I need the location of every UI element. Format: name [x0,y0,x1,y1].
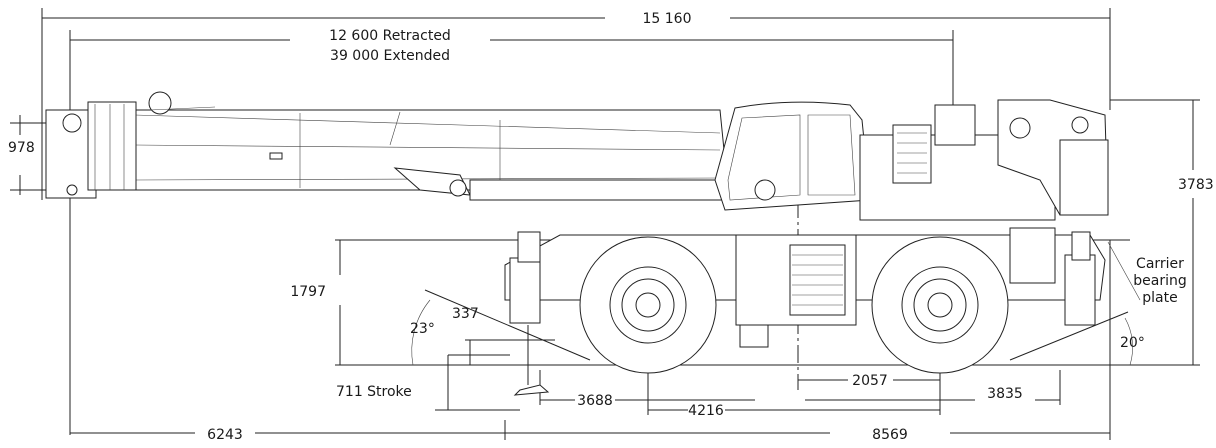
bearing-plate-label-line-2: bearing [1133,273,1186,289]
approach-angle-label: 23° [410,321,435,337]
boom [45,91,731,201]
outrigger-stroke-label: 711 Stroke [336,384,412,400]
overall-height-label: 3783 [1178,177,1214,193]
front-reach-label: 6243 [207,427,243,443]
boom-head-height-label: 978 [8,140,35,156]
boom-retracted-label: 12 600 Retracted [329,28,451,44]
front-overhang-label: 3688 [577,393,613,409]
deck-height-label: 1797 [290,284,326,300]
wheelbase-label: 4216 [688,403,724,419]
boom-extended-label: 39 000 Extended [330,48,450,64]
bearing-plate-label-line-3: plate [1142,290,1177,306]
rear-axle-offset-label: 2057 [852,373,888,389]
departure-angle-label: 20° [1120,335,1145,351]
carrier-length-label: 8569 [872,427,908,443]
cab [714,101,871,211]
cab-grille [897,132,927,174]
overall-length-label: 15 160 [643,11,692,27]
dimension-labels: 15 160 12 600 Retracted 39 000 Extended … [8,11,1214,443]
dimension-lines [10,8,1200,440]
rear-wheel [871,236,1009,374]
bearing-plate-label-line-1: Carrier [1136,256,1184,272]
superstructure [859,99,1109,221]
front-wheel [579,236,717,374]
rear-overhang-label: 3835 [987,386,1023,402]
crane-illustration [45,91,1109,396]
ground-clearance-label: 337 [452,306,479,322]
